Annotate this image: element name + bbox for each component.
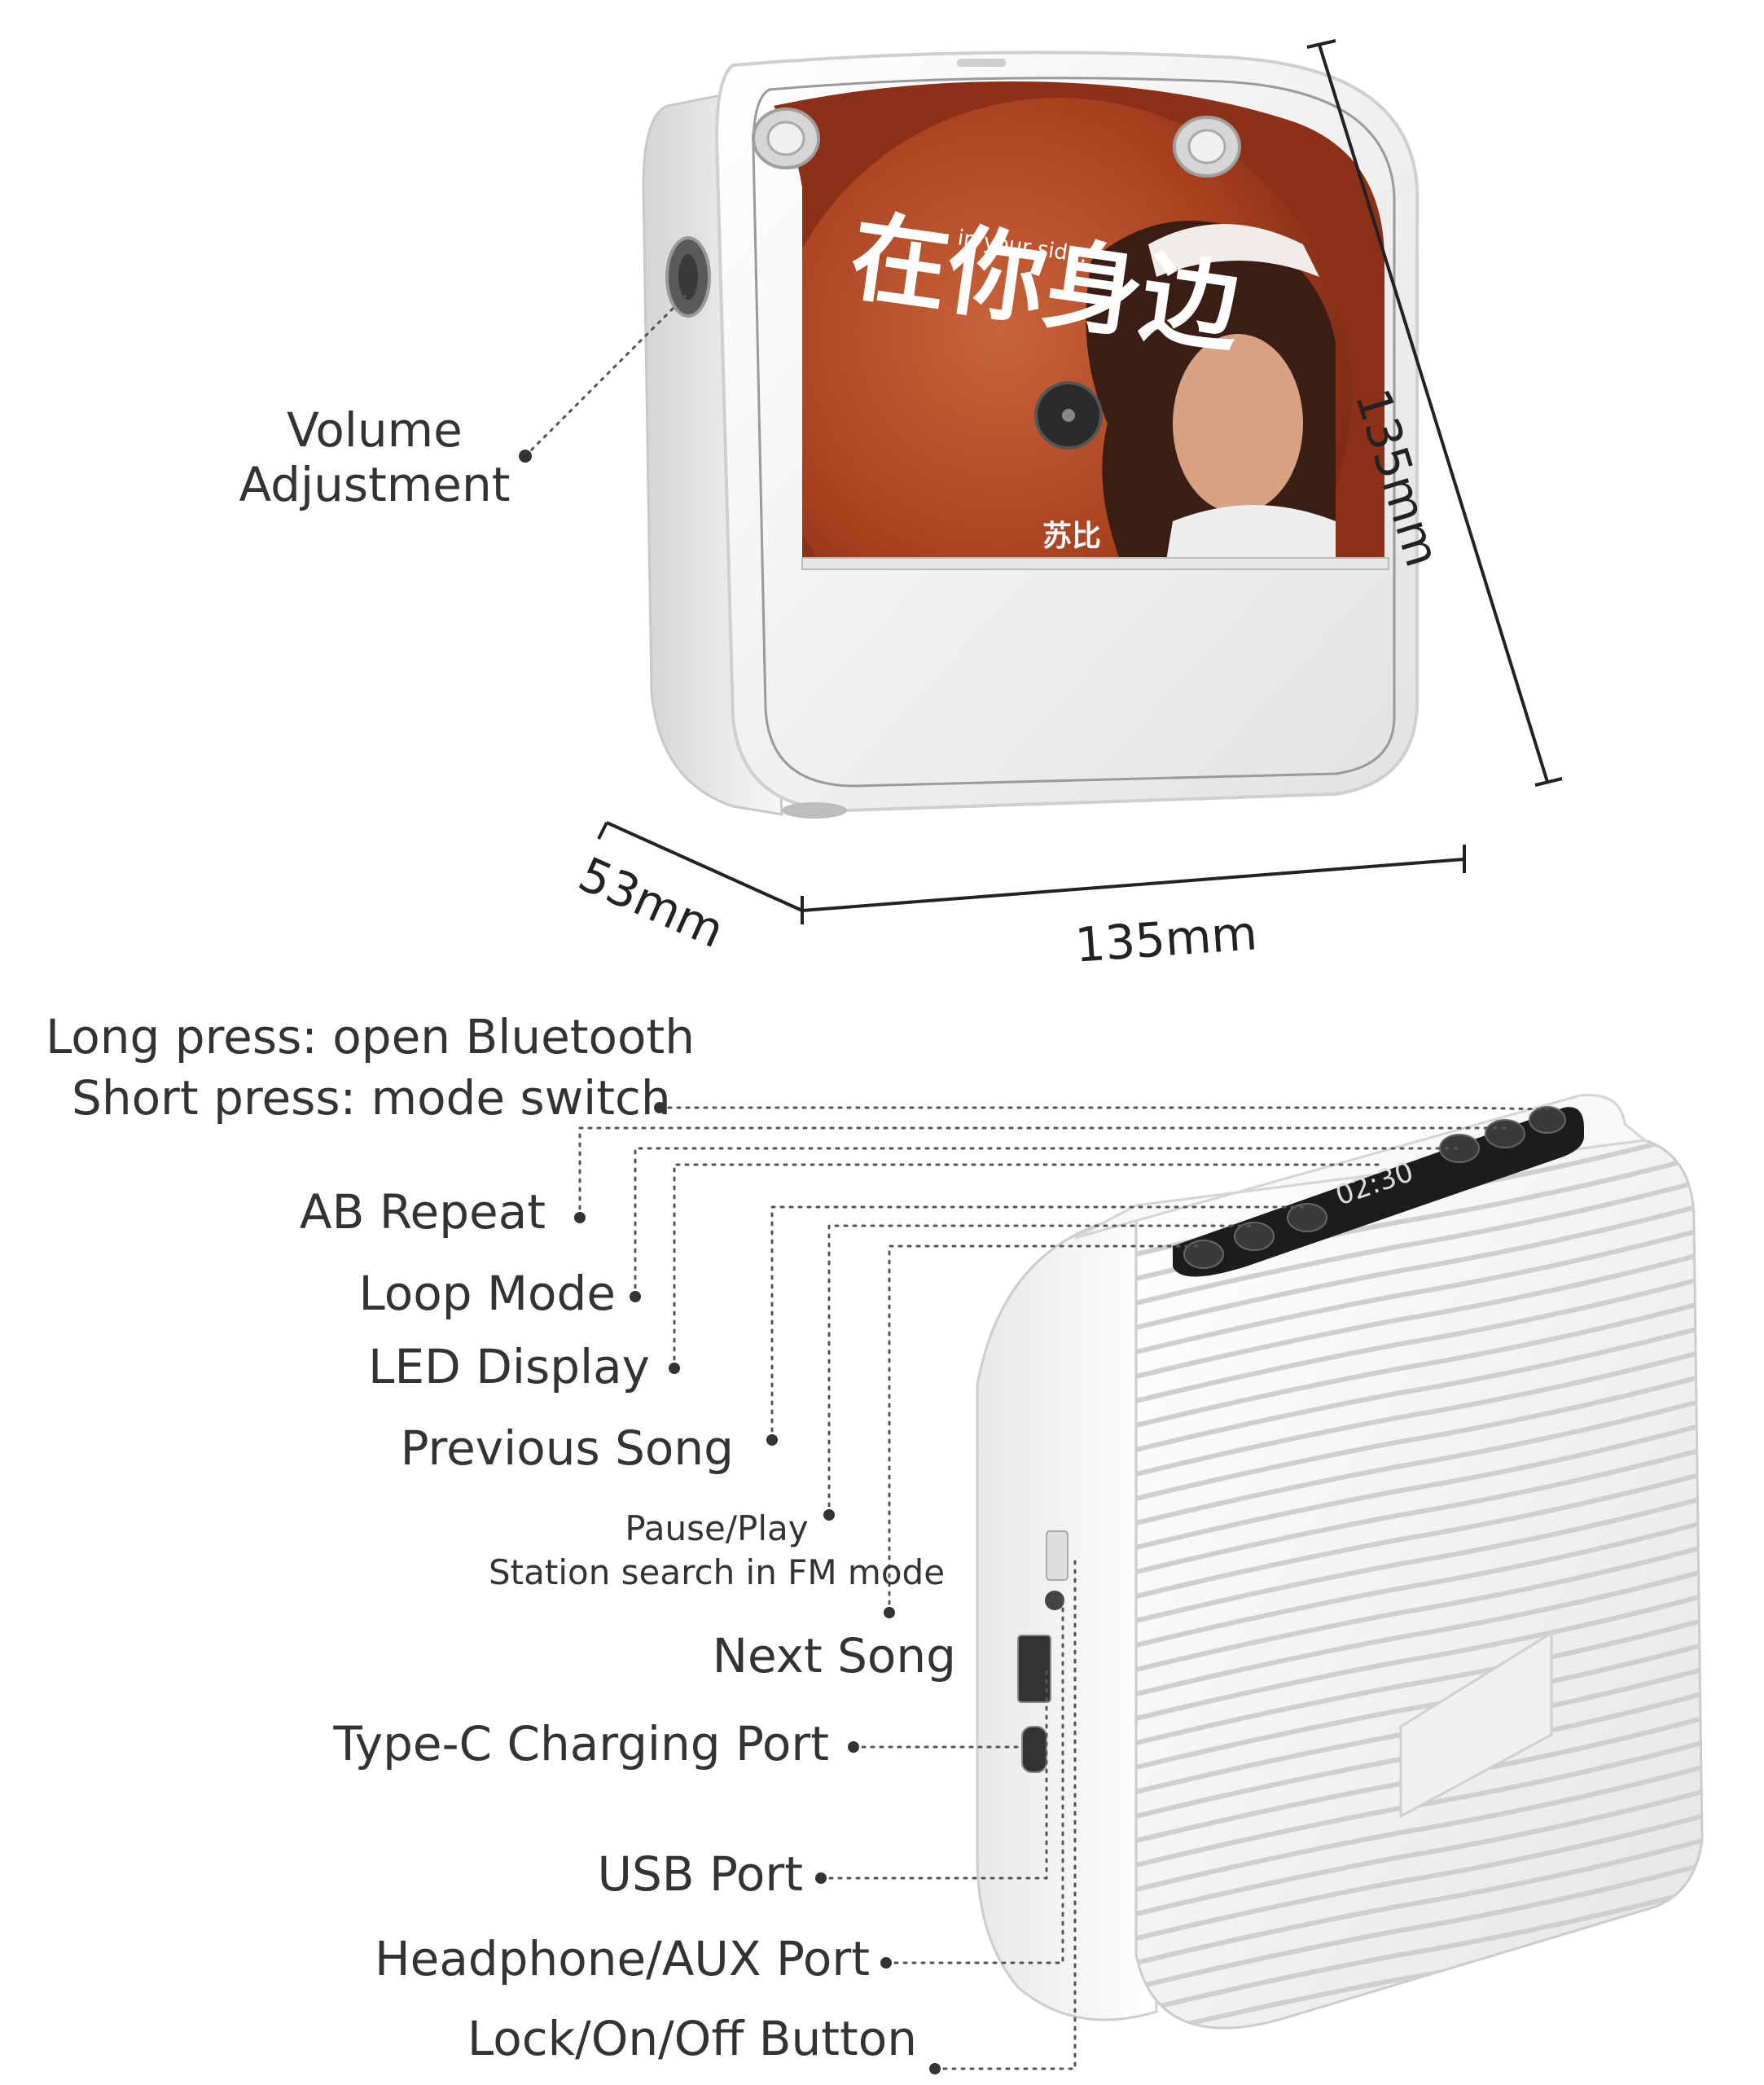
button-b[interactable]	[1234, 1222, 1275, 1251]
back-rib	[1136, 1521, 1702, 1648]
callout-usb: USB Port	[597, 1846, 803, 1902]
back-rib	[1136, 1814, 1702, 1941]
callout-loop-mode: Loop Mode	[358, 1266, 616, 1321]
back-rib	[1136, 1276, 1702, 1403]
back-rib	[1136, 1374, 1702, 1501]
back-rib	[1136, 1569, 1702, 1697]
bottom-device-illustration: 02:30	[574, 1093, 1704, 2074]
back-rib	[1136, 1643, 1702, 1770]
back-rib	[1136, 1203, 1702, 1330]
volume-label: Volume Adjustment	[239, 402, 511, 512]
ports	[1017, 1530, 1068, 1773]
back-rib	[1136, 1618, 1702, 1745]
callout-pause-play: Pause/Play Station search in FM mode	[489, 1508, 946, 1593]
headphone-jack-icon	[1045, 1591, 1064, 1610]
callout-lock: Lock/On/Off Button	[467, 2011, 917, 2066]
callout-previous-song: Previous Song	[400, 1420, 734, 1476]
back-rib	[1136, 1398, 1702, 1525]
back-rib	[1136, 1863, 1702, 1990]
left-speaker	[752, 108, 820, 169]
callout-headphone: Headphone/AUX Port	[375, 1931, 870, 1986]
switch-port	[1046, 1530, 1068, 1581]
typec-port-icon	[1021, 1726, 1047, 1773]
callout-typec: Type-C Charging Port	[333, 1716, 829, 1771]
back-rib	[1136, 1545, 1702, 1672]
control-panel: 02:30	[1173, 1106, 1584, 1277]
back-rib	[1136, 1594, 1702, 1721]
button-c[interactable]	[1287, 1203, 1327, 1232]
back-rib	[1136, 1325, 1702, 1452]
back-rib	[1136, 1179, 1702, 1306]
back-rib	[1136, 1252, 1702, 1379]
back-rib	[1136, 1423, 1702, 1550]
album-artist-text: 苏比	[1042, 520, 1101, 553]
device-left-side	[976, 1212, 1158, 2021]
callout-ab-repeat: AB Repeat	[299, 1184, 546, 1240]
callout-leaders	[574, 1102, 1549, 2074]
callout-next-song: Next Song	[712, 1628, 956, 1683]
back-rib	[1136, 1301, 1702, 1428]
usb-port-icon	[1017, 1635, 1051, 1703]
volume-knob-icon	[665, 236, 711, 318]
back-rib	[1136, 1227, 1702, 1354]
callout-led-display: LED Display	[368, 1339, 650, 1394]
top-device-illustration: 在你身边 in your side. 苏比	[519, 39, 1563, 924]
button-e[interactable]	[1485, 1119, 1525, 1148]
callout-bluetooth: Long press: open Bluetooth Short press: …	[46, 1009, 696, 1126]
right-speaker	[1173, 116, 1241, 178]
back-rib	[1136, 1472, 1702, 1599]
back-rib	[1136, 1765, 1702, 1892]
back-rib	[1136, 1496, 1702, 1623]
button-f[interactable]	[1529, 1106, 1566, 1134]
back-rib	[1136, 1447, 1702, 1574]
back-rib	[1136, 1350, 1702, 1477]
button-a[interactable]	[1183, 1240, 1224, 1269]
back-rib	[1136, 1789, 1702, 1916]
back-rib	[1136, 1887, 1702, 2014]
back-rib	[1136, 1838, 1702, 1965]
